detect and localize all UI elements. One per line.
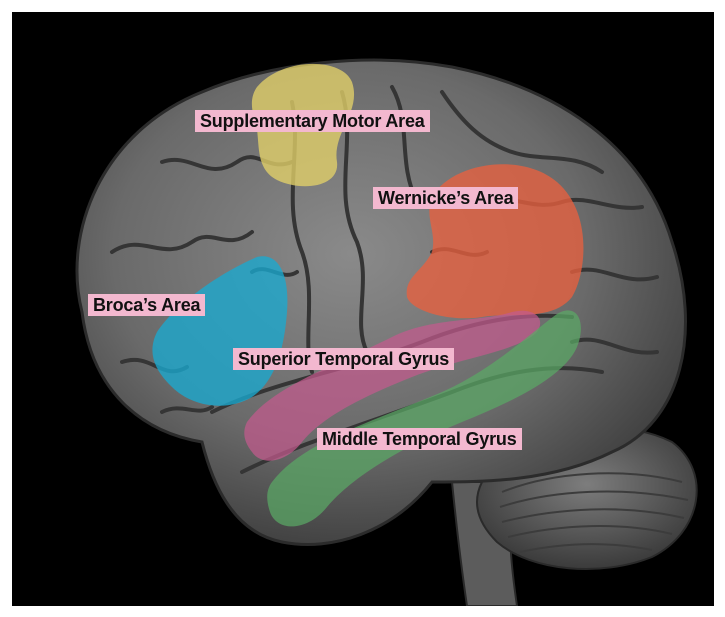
middle-temporal-gyrus-label: Middle Temporal Gyrus <box>317 428 522 450</box>
supplementary-motor-area-label: Supplementary Motor Area <box>195 110 430 132</box>
superior-temporal-gyrus-label: Superior Temporal Gyrus <box>233 348 454 370</box>
brocas-area-label: Broca’s Area <box>88 294 205 316</box>
brain-diagram: Supplementary Motor Area Wernicke’s Area… <box>12 12 714 606</box>
wernickes-area-label: Wernicke’s Area <box>373 187 518 209</box>
